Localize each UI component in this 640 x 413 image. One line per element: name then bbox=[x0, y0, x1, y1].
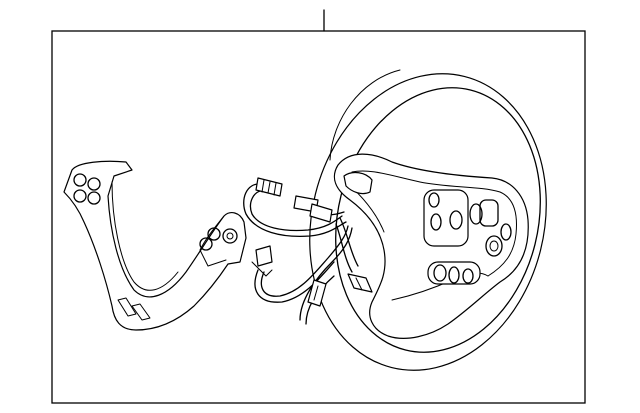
harness-connector bbox=[255, 177, 283, 197]
lower-button bbox=[433, 264, 447, 282]
wheel-switch-cluster-lower bbox=[427, 261, 481, 285]
harness-wire bbox=[335, 223, 353, 273]
cluster-pad bbox=[423, 189, 469, 247]
cluster-button bbox=[485, 235, 503, 257]
bezel-button bbox=[207, 227, 221, 241]
wheel-left-pocket bbox=[343, 171, 373, 195]
bezel-body bbox=[63, 160, 247, 331]
harness-connector bbox=[251, 245, 273, 277]
harness-wire bbox=[299, 227, 353, 321]
harness-connector bbox=[347, 273, 373, 293]
cluster-button-inner bbox=[489, 240, 499, 252]
harness-wire bbox=[249, 189, 343, 232]
cluster-button bbox=[428, 192, 440, 208]
wheel-rim-edge bbox=[329, 69, 401, 161]
wheel-rim-inner bbox=[335, 87, 541, 353]
harness-wire bbox=[243, 183, 347, 238]
cluster-button bbox=[449, 210, 463, 230]
bezel-knob bbox=[222, 228, 238, 244]
bezel-button bbox=[87, 191, 101, 205]
bezel-button bbox=[73, 173, 87, 187]
harness-connector bbox=[307, 279, 327, 307]
bezel-slot bbox=[131, 303, 151, 321]
harness-connector bbox=[293, 195, 333, 223]
bezel-knob-inner bbox=[226, 232, 234, 240]
bezel-slot bbox=[117, 297, 137, 317]
wiring-harness bbox=[243, 177, 373, 325]
diagram-frame bbox=[51, 30, 586, 404]
wheel-hub-contour bbox=[351, 170, 517, 277]
bezel-button bbox=[73, 189, 87, 203]
bezel-button bbox=[199, 237, 213, 251]
cluster-button bbox=[500, 223, 512, 241]
wheel-switch-cluster-upper bbox=[423, 189, 512, 257]
cluster-button bbox=[469, 203, 483, 225]
lower-button bbox=[448, 266, 460, 284]
harness-wire bbox=[339, 217, 359, 267]
bezel-button bbox=[87, 177, 101, 191]
cluster-rocker bbox=[479, 199, 499, 227]
harness-wire bbox=[254, 261, 335, 303]
bezel-inner-edge bbox=[111, 181, 179, 291]
switch-bezel bbox=[63, 160, 247, 331]
steering-wheel bbox=[309, 69, 547, 371]
cluster-button bbox=[430, 213, 442, 231]
lower-pad bbox=[427, 261, 481, 285]
lower-button bbox=[462, 268, 474, 284]
